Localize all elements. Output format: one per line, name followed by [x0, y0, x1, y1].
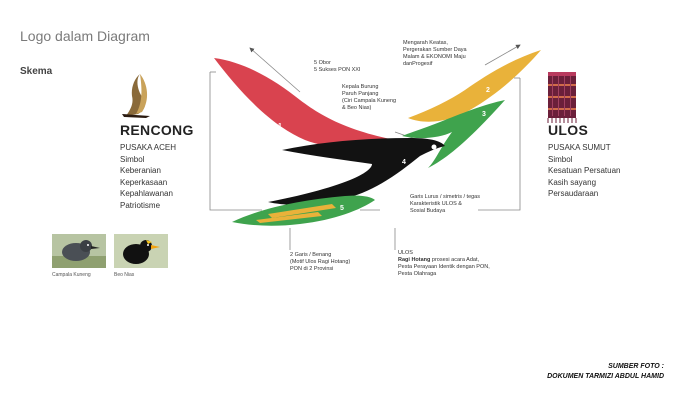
- source-credit: SUMBER FOTO : DOKUMEN TARMIZI ABDUL HAMI…: [547, 363, 664, 380]
- annotation-kepala: Kepala Burung Paruh Panjang (Ciri Campal…: [342, 84, 397, 111]
- annotation-ulos: ULOS Ragi Hotang prosesi acara Adat, Pes…: [398, 250, 490, 277]
- annotation-obor: 5 Obor 5 Sukses PON XXI: [314, 60, 361, 73]
- number-2: 2: [486, 87, 490, 94]
- annotation-benang: 2 Garis / Benang (Motif Ulos Ragi Hotang…: [290, 252, 351, 272]
- rencong-item: PUSAKA ACEH: [120, 143, 177, 152]
- rencong-list: PUSAKA ACEH Simbol Keberanian Keperkasaa…: [120, 142, 176, 211]
- eye-dot: [431, 144, 437, 150]
- rencong-item: Patriotisme: [120, 200, 161, 210]
- annotation-mengarah: Mengarah Keatas, Pergerakan Sumber Daya …: [403, 40, 467, 67]
- ulos-heading: ULOS: [548, 122, 589, 138]
- number-4: 4: [402, 159, 406, 166]
- rencong-item: Keberanian: [120, 166, 161, 175]
- annotation-garis: Garis Lurus / simetris / tegas Karakteri…: [410, 194, 480, 214]
- ulos-item: PUSAKA SUMUT: [548, 143, 611, 152]
- number-3: 3: [482, 111, 486, 118]
- base-stripes: [256, 204, 336, 223]
- shape-2-yellow: [408, 50, 541, 122]
- number-5: 5: [340, 205, 344, 212]
- ulos-item: Simbol: [548, 154, 573, 164]
- rencong-icon: [122, 74, 150, 118]
- rencong-item: Kepahlawanan: [120, 189, 173, 198]
- ulos-textile-icon: [547, 72, 577, 123]
- ulos-item: Kesatuan Persatuan: [548, 166, 621, 175]
- ulos-item: Kasih sayang: [548, 177, 597, 187]
- shape-4-black: [268, 138, 445, 205]
- rencong-item: Simbol: [120, 154, 145, 164]
- number-1: 1: [278, 123, 282, 130]
- shape-1-red: [214, 58, 395, 148]
- bird-label-beo: Beo Nias: [114, 272, 135, 278]
- ulos-item: Persaudaraan: [548, 189, 599, 198]
- section-label: Skema: [20, 66, 53, 77]
- bird-label-campala: Campala Kuneng: [52, 272, 91, 278]
- page-title: Logo dalam Diagram: [20, 28, 150, 44]
- rencong-heading: RENCONG: [120, 122, 194, 138]
- ulos-list: PUSAKA SUMUT Simbol Kesatuan Persatuan K…: [548, 142, 621, 200]
- connector-lines: [209, 44, 521, 250]
- shape-3-green: [402, 100, 505, 168]
- rencong-item: Keperkasaan: [120, 177, 168, 187]
